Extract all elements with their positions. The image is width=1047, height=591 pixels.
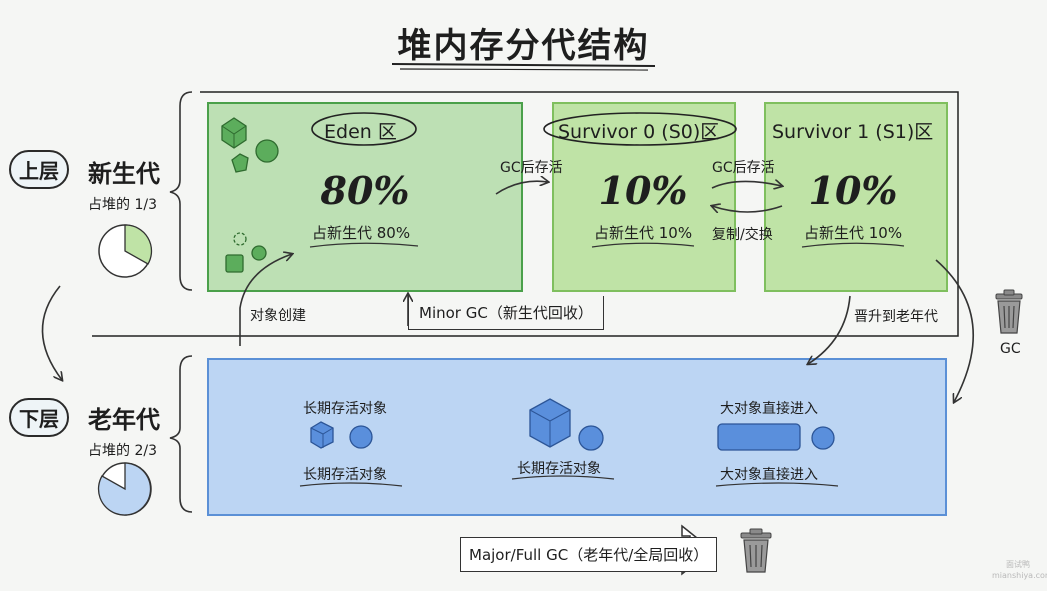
cube-object [310, 421, 334, 449]
upper-layer-badge: 上层 [9, 150, 69, 189]
old-objects [310, 398, 835, 451]
small-sphere-object [251, 245, 267, 261]
lower-layer-badge: 下层 [9, 398, 69, 437]
layer-arrow [41, 285, 62, 380]
old-center-label: 长期存活对象 [517, 461, 601, 477]
s1-desc-underline [801, 242, 905, 248]
young-frame [92, 91, 959, 337]
eden-objects [221, 117, 279, 273]
watermark-line-1: 面试鸭 [1006, 560, 1030, 569]
page-title: 堆内存分代结构 [397, 26, 650, 66]
create-label: 对象创建 [250, 308, 306, 324]
block-object [225, 254, 244, 273]
young-gen-title: 新生代 [88, 160, 160, 188]
old-pie-chart [97, 462, 152, 516]
watermark-line-2: mianshiya.com [992, 571, 1047, 580]
old-brace [169, 355, 193, 513]
eden-to-s0-label: GC后存活 [500, 160, 563, 176]
s1-percent: 10% [808, 168, 898, 213]
s1-to-old-arrow [935, 259, 975, 402]
old-gen-share: 占堆的 2/3 [88, 443, 157, 459]
eden-label: Eden 区 [324, 121, 397, 143]
s0-to-s1-label: GC后存活 [712, 160, 775, 176]
title-underline-2 [399, 68, 649, 71]
promote-label: 晋升到老年代 [854, 309, 938, 325]
eden-desc-underline [309, 242, 419, 248]
old-pie-slice [97, 462, 152, 516]
sphere-object [578, 425, 604, 451]
large-object-bar [717, 423, 801, 451]
young-gen-share: 占堆的 1/3 [88, 197, 157, 213]
cube-object [221, 117, 247, 149]
s0-desc-underline [591, 242, 695, 248]
s1-to-s0-arrow [712, 206, 783, 212]
old-gen-title: 老年代 [88, 406, 160, 434]
old-center-underline [511, 475, 615, 480]
s0-desc: 占新生代 10% [594, 224, 693, 242]
old-left-bottom-label: 长期存活对象 [303, 467, 387, 483]
eden-desc: 占新生代 80% [312, 224, 411, 242]
title-underline [391, 63, 656, 67]
major-gc-label: Major/Full GC（老年代/全局回收） [460, 537, 718, 572]
s0-label: Survivor 0 (S0)区 [558, 121, 720, 143]
young-pie-slice [124, 224, 153, 265]
sphere-object [349, 425, 373, 449]
s1-label: Survivor 1 (S1)区 [772, 121, 934, 143]
eden-percent: 80% [320, 168, 410, 213]
watermark: 面试鸭 mianshiya.com [992, 559, 1047, 581]
old-right-underline [715, 482, 839, 487]
sphere-object [811, 426, 835, 450]
old-right-top-label: 大对象直接进入 [720, 401, 818, 417]
s0-label-ring [543, 112, 737, 146]
old-right-bottom-label: 大对象直接进入 [720, 467, 818, 483]
young-pie-chart [98, 224, 153, 278]
s1-desc: 占新生代 10% [804, 224, 903, 242]
gem-object [231, 153, 249, 173]
young-brace [169, 91, 193, 291]
s0-to-s1-arrow [711, 181, 782, 188]
sphere-object [255, 139, 279, 163]
minor-gc-label: Minor GC（新生代回收） [408, 296, 604, 330]
copy-swap-label: 复制/交换 [712, 227, 773, 243]
s0-percent: 10% [598, 168, 688, 213]
dashed-sphere-object [233, 232, 247, 246]
eden-to-s0-arrow [495, 181, 548, 195]
promote-arrow [808, 295, 851, 364]
old-left-underline [299, 482, 403, 487]
survivor1-zone [764, 102, 948, 292]
old-left-top-label: 长期存活对象 [303, 401, 387, 417]
trash-icon [995, 289, 1023, 334]
trash-icon [740, 528, 772, 573]
eden-label-ring [311, 112, 417, 146]
gc-label: GC [1000, 341, 1021, 357]
create-arrow [239, 254, 292, 346]
survivor0-zone [552, 102, 736, 292]
